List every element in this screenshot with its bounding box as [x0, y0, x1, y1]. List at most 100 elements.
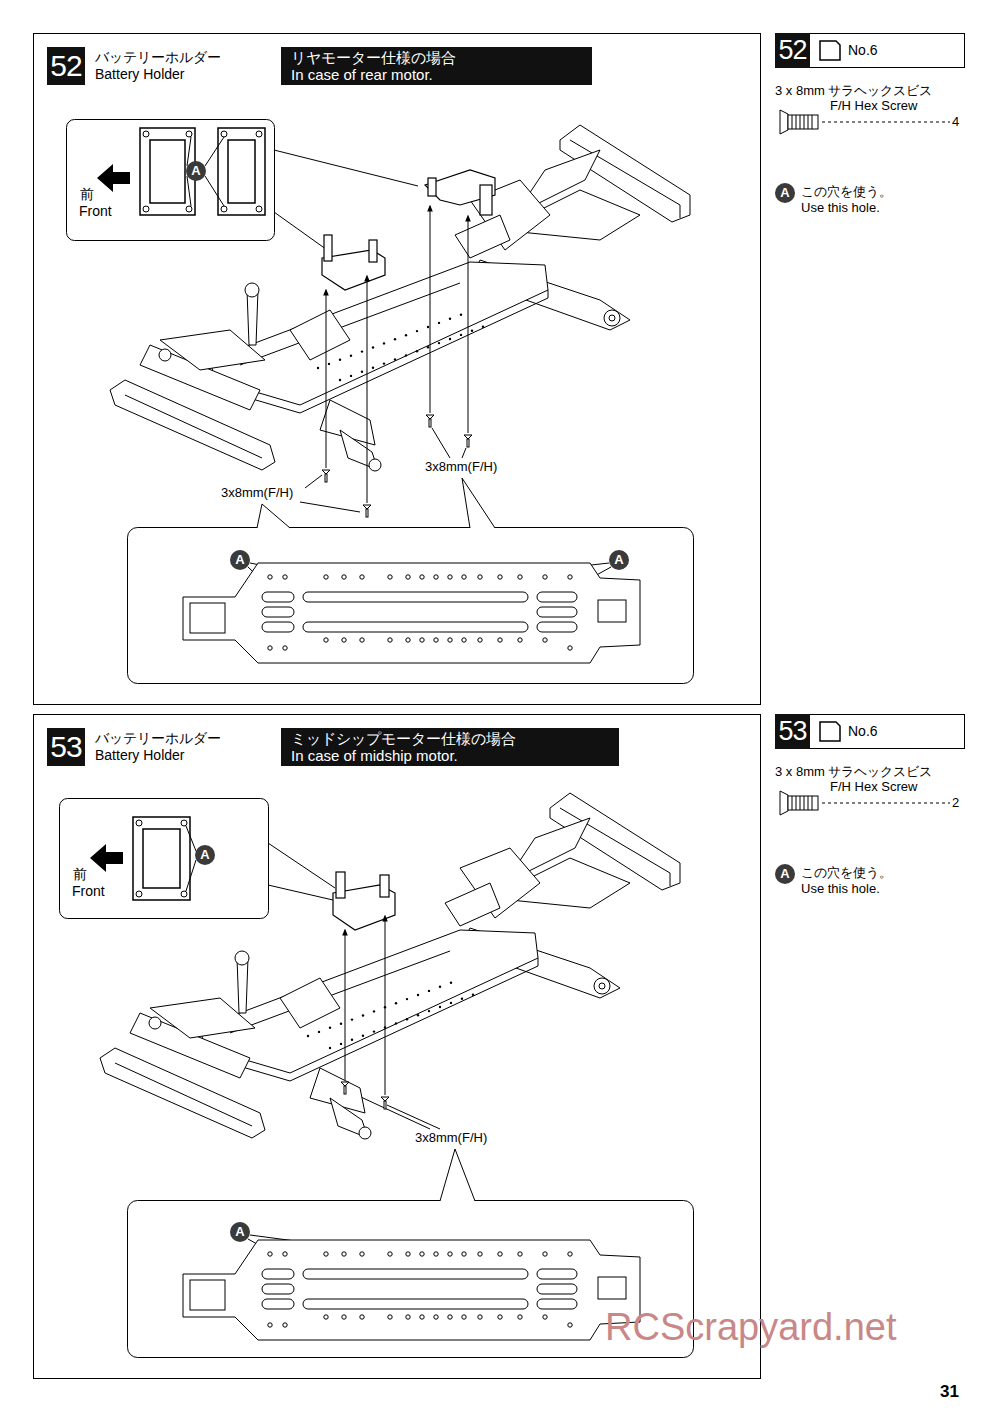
node-text: A	[780, 864, 789, 884]
screw-icon	[780, 110, 818, 815]
parts-step-number: 52	[775, 33, 810, 68]
battery-holder	[369, 240, 377, 262]
label-text: 前	[80, 186, 94, 203]
label-text: No.6	[848, 42, 878, 59]
screw-hole	[186, 206, 192, 212]
label-text: 3x8mm(F/H)	[221, 485, 293, 501]
screw-hole	[181, 891, 187, 897]
node-text: In case of rear motor.	[291, 66, 433, 83]
label-text: 3 x 8mm サラヘックスビス	[775, 83, 932, 99]
callout-pointer	[440, 1149, 475, 1201]
panel-frame	[776, 715, 965, 749]
callout-leader	[268, 885, 333, 900]
screw-hole	[256, 206, 262, 212]
callout-leader	[274, 212, 330, 252]
inset-frame	[128, 1201, 694, 1358]
callout-marker: A	[775, 183, 795, 203]
callout-marker: A	[230, 550, 250, 570]
label-text: Use this hole.	[801, 881, 880, 897]
battery-holder	[336, 872, 345, 898]
screw	[381, 1097, 389, 1101]
callout-leader	[186, 826, 196, 851]
label-text: 3x8mm(F/H)	[425, 459, 497, 475]
battery-holder	[428, 178, 436, 196]
screw-icon	[788, 796, 818, 810]
holder-top-view	[140, 128, 195, 215]
callout-marker: A	[230, 1222, 250, 1242]
label-text: F/H Hex Screw	[830, 779, 917, 795]
callout-leader	[432, 428, 450, 458]
chassis-plate-top-view	[183, 1240, 640, 1340]
screw	[322, 415, 472, 1109]
screw-hole	[256, 131, 262, 137]
watermark: RCScrapyard.net	[605, 1305, 896, 1351]
label-text: 前	[73, 866, 87, 883]
battery-holder	[480, 185, 492, 215]
page-number: 31	[940, 1382, 959, 1402]
screw	[467, 439, 469, 447]
screw	[426, 415, 434, 419]
node-text: 53	[50, 732, 81, 762]
label-text: Front	[79, 203, 112, 220]
bag-icon	[820, 41, 840, 741]
step-number: 52	[47, 47, 85, 85]
screw	[325, 474, 327, 482]
label-text: Use this hole.	[801, 200, 880, 216]
screw-icon	[792, 796, 812, 810]
label-text: 2	[952, 795, 959, 811]
callout-marker: A	[609, 550, 629, 570]
callout-leader	[205, 137, 224, 166]
callout-leader	[268, 843, 335, 888]
callout-leader	[305, 475, 322, 488]
node-text: A	[235, 1222, 244, 1242]
battery-holder	[324, 235, 332, 261]
dashed-leader	[822, 803, 950, 804]
parts-step-number: 53	[775, 714, 810, 749]
battery-holder	[322, 170, 495, 930]
assembly-arrow	[326, 208, 468, 1095]
step-number: 53	[47, 728, 85, 766]
bag-icon	[820, 722, 840, 741]
label-text: バッテリーホルダー	[95, 49, 221, 66]
label-text: 3 x 8mm サラヘックスビス	[775, 764, 932, 780]
node-text: ミッドシップモーター仕様の場合	[291, 730, 516, 747]
title-banner: リヤモーター仕様の場合In case of rear motor.	[281, 47, 592, 85]
screw-icon	[780, 791, 788, 815]
screw-hole	[221, 131, 227, 137]
callout-leader	[187, 137, 191, 166]
callout-leader	[300, 502, 360, 512]
label-text: バッテリーホルダー	[95, 730, 221, 747]
screw	[344, 1086, 346, 1094]
screw-hole	[143, 206, 149, 212]
screw-hole	[181, 820, 187, 826]
screw	[464, 435, 472, 439]
node-text: A	[614, 550, 623, 570]
front-arrow	[97, 164, 130, 192]
dashed-leader	[822, 122, 950, 803]
label-text: Battery Holder	[95, 66, 184, 83]
label-text: F/H Hex Screw	[830, 98, 917, 114]
screw-hole	[221, 206, 227, 212]
assembly-arrow	[430, 208, 431, 413]
inset-frame	[60, 120, 694, 1358]
label-text: No.6	[848, 723, 878, 740]
label-text: 4	[952, 114, 959, 130]
battery-holder	[380, 875, 389, 897]
assembly-arrow	[385, 918, 386, 1095]
bag-icon	[820, 41, 840, 60]
callout-marker: A	[186, 161, 206, 181]
node-text: A	[235, 550, 244, 570]
callout-leader	[387, 1105, 440, 1129]
assembly-arrow	[367, 278, 368, 503]
screw-icon	[792, 115, 812, 129]
assembly-arrow	[345, 932, 346, 1080]
node-text: In case of midship motor.	[291, 747, 458, 764]
label-text: この穴を使う。	[801, 865, 892, 881]
screw-icon	[780, 110, 788, 134]
chassis-drawing	[110, 125, 690, 471]
screw-hole	[136, 131, 262, 897]
callout-marker: A	[775, 864, 795, 884]
chassis-plate-top-view	[183, 563, 640, 663]
